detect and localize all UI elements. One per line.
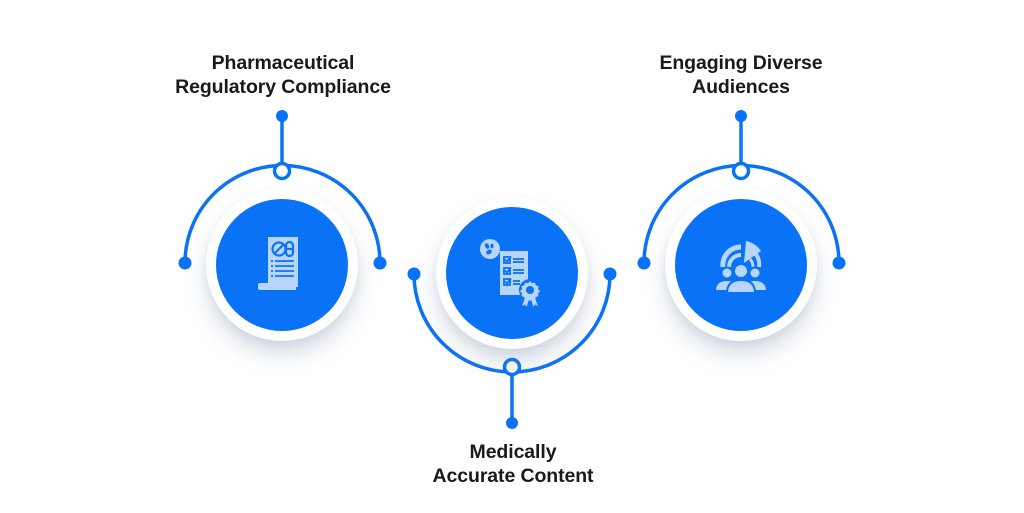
node-label-line: Audiences [692,76,790,98]
node-label-line: Engaging Diverse [659,52,823,74]
dot-audiences-left [637,256,651,270]
dot-pharma-left [178,256,192,270]
junction-pharma [272,161,292,181]
node-label-medical: Medically Accurate Content [363,440,663,488]
audience-chart-icon [713,241,769,294]
node-pharma [206,189,358,341]
junction-audiences [731,161,751,181]
dot-medical-bottom [506,417,518,429]
dot-audiences-right [832,256,846,270]
dot-pharma-top [276,110,288,122]
node-medical [436,197,588,349]
node-core [216,199,348,331]
certified-checklist-icon [480,239,541,307]
node-label-line: Accurate Content [432,465,594,487]
node-label-audiences: Engaging Diverse Audiences [591,51,891,99]
dot-medical-right [603,267,617,281]
node-audiences [665,189,817,341]
dot-audiences-top [735,110,747,122]
node-label-line: Pharmaceutical [211,52,355,74]
dot-medical-left [407,267,421,281]
node-core [675,199,807,331]
prescription-document-icon [258,237,298,290]
dot-pharma-right [373,256,387,270]
node-label-line: Regulatory Compliance [175,76,391,98]
node-label-line: Medically [469,441,557,463]
junction-medical [502,357,522,377]
node-core [446,207,578,339]
node-label-pharma: Pharmaceutical Regulatory Compliance [133,51,433,99]
